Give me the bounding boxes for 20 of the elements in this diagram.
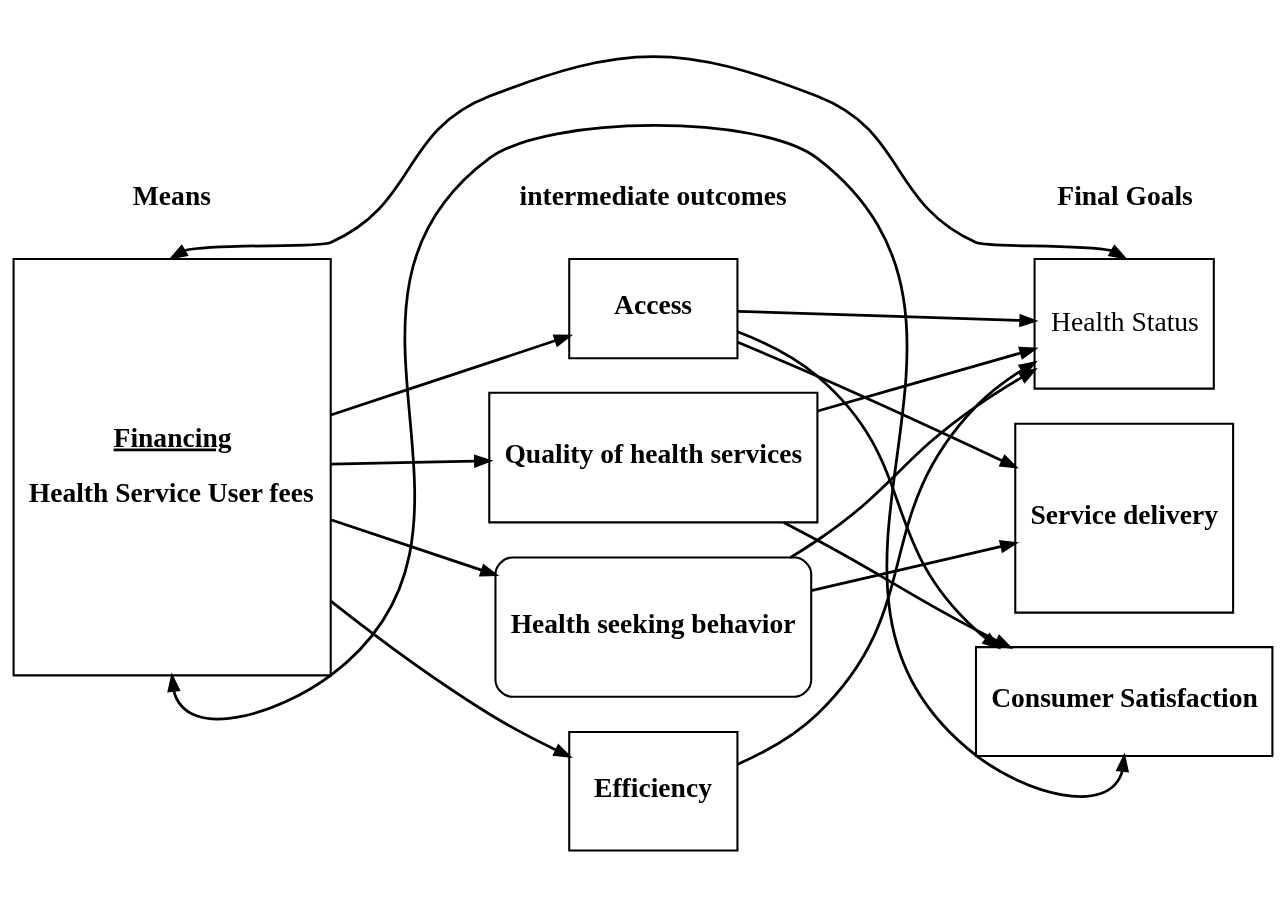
arrow	[329, 600, 573, 758]
node-box: Consumer Satisfaction	[974, 646, 1274, 758]
node-box: Health Status	[1033, 257, 1215, 390]
arrow	[330, 454, 494, 468]
arrow	[168, 55, 1128, 260]
label: Final Goals	[1057, 180, 1193, 212]
arrow	[737, 341, 1019, 469]
node-box: Service delivery	[1014, 422, 1235, 614]
node-box: Health seeking behavior	[494, 556, 813, 698]
node-box: Quality of health services	[488, 391, 819, 524]
node-box: Financing Health Service User fees	[12, 257, 332, 677]
label: Means	[132, 180, 211, 212]
arrow	[167, 124, 1130, 798]
label: intermediate outcomes	[519, 180, 787, 212]
node-box: Efficiency	[568, 730, 739, 852]
arrow	[810, 540, 1020, 593]
arrow	[737, 309, 1039, 328]
node-box: Access	[568, 257, 739, 360]
arrow	[330, 518, 500, 577]
arrow	[330, 334, 574, 417]
